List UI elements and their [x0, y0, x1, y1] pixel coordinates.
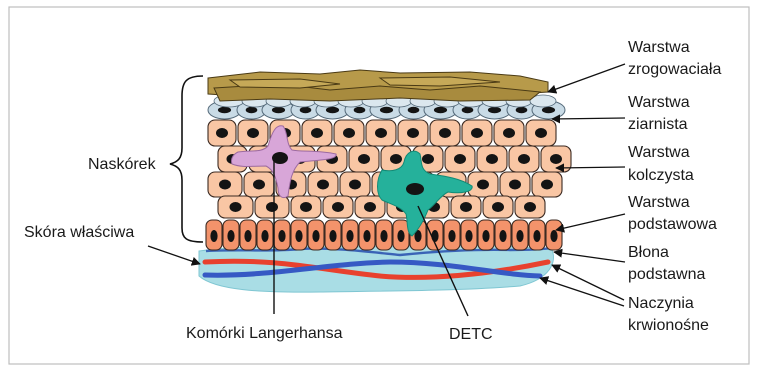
- label-langerhans: Komórki Langerhansa: [186, 325, 343, 342]
- stratum-corneum: [208, 70, 548, 101]
- svg-text:Błona: Błona: [628, 244, 669, 261]
- svg-text:ziarnista: ziarnista: [628, 116, 688, 133]
- svg-text:Warstwa: Warstwa: [628, 94, 690, 111]
- svg-text:Naczynia: Naczynia: [628, 295, 694, 312]
- svg-text:podstawna: podstawna: [628, 266, 705, 283]
- svg-text:krwionośne: krwionośne: [628, 317, 709, 334]
- label-dermis: Skóra właściwa: [24, 224, 134, 241]
- svg-text:Warstwa: Warstwa: [628, 194, 690, 211]
- label-detc: DETC: [449, 326, 493, 343]
- svg-text:podstawowa: podstawowa: [628, 216, 717, 233]
- svg-text:kolczysta: kolczysta: [628, 167, 694, 184]
- label-epidermis: Naskórek: [88, 156, 157, 173]
- svg-text:Warstwa: Warstwa: [628, 39, 690, 56]
- svg-text:zrogowaciała: zrogowaciała: [628, 61, 721, 78]
- svg-text:Warstwa: Warstwa: [628, 144, 690, 161]
